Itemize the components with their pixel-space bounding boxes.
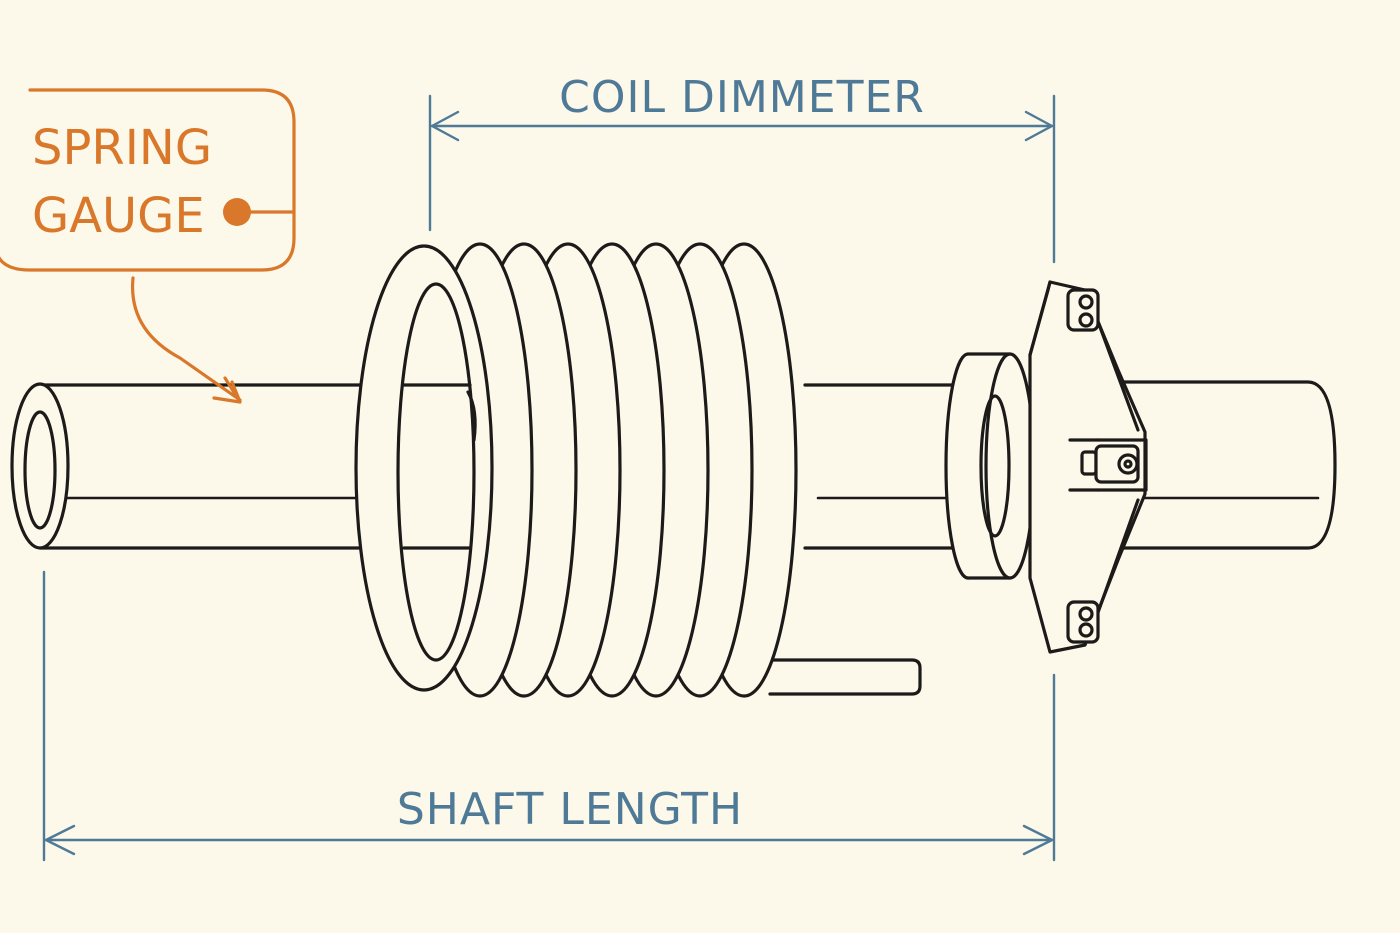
callout-dot-icon <box>223 198 251 226</box>
coil-diameter-label: COIL DIMMETER <box>559 72 925 123</box>
clamp-screw-bottom-icon <box>1066 600 1100 644</box>
coil-front-ring <box>354 244 494 692</box>
shaft-length-dimension: SHAFT LENGTH <box>42 570 1056 862</box>
shaft-length-label: SHAFT LENGTH <box>397 784 743 835</box>
spring-gauge-callout: SPRING GAUGE <box>0 88 296 404</box>
shaft-collar <box>944 280 1148 654</box>
callout-label-line1: SPRING <box>32 120 212 176</box>
clamp-screw-top-icon <box>1066 288 1100 332</box>
callout-label-line2: GAUGE <box>32 188 205 244</box>
shaft-left-end <box>10 382 70 550</box>
coil-diameter-dimension: COIL DIMMETER <box>428 72 1056 264</box>
shaft <box>10 380 1337 550</box>
coil-spring <box>354 242 922 698</box>
clamp-screw-icon <box>1080 444 1140 484</box>
callout-arrow <box>130 276 242 402</box>
